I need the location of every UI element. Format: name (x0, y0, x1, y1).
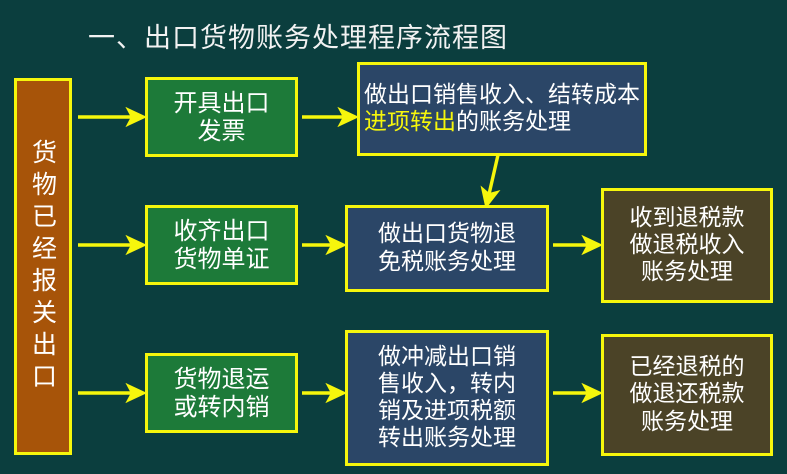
node-export-sales-revenue-accounting[interactable]: 做出口销售收入、结转成本进项转出的账务处理 (357, 62, 647, 156)
node-label: 已经退税的做退还税款账务处理 (629, 354, 745, 435)
node-label: 收齐出口货物单证 (173, 216, 270, 273)
node-label: 做出口货物退免税账务处理 (378, 221, 516, 275)
node-issue-export-invoice[interactable]: 开具出口发票 (145, 77, 298, 157)
node-goods-declared-export[interactable]: 货物已经报关出口 (14, 78, 72, 455)
node-label: 货物已经报关出口 (28, 138, 58, 395)
node-collect-export-documents[interactable]: 收齐出口货物单证 (145, 205, 298, 285)
node-offset-export-sales-accounting[interactable]: 做冲减出口销售收入，转内销及进项税额转出账务处理 (345, 330, 549, 466)
node-label: 开具出口发票 (173, 88, 270, 145)
node-label: 做冲减出口销售收入，转内销及进项税额转出账务处理 (378, 343, 516, 452)
page-title: 一、出口货物账务处理程序流程图 (88, 23, 508, 54)
node-label: 做出口销售收入、结转成本进项转出的账务处理 (360, 82, 644, 136)
node-label: 货物退运或转内销 (173, 364, 270, 421)
node-label: 收到退税款做退税收入账务处理 (629, 204, 745, 286)
text-segment: 的账 (456, 109, 502, 135)
highlighted-term: 进项转出 (364, 109, 456, 135)
text-segment: 转成本 (571, 81, 640, 108)
text-segment: 务处理 (502, 109, 571, 135)
text-segment: 做出口销售收入、结 (364, 81, 571, 108)
node-received-refund-accounting[interactable]: 收到退税款做退税收入账务处理 (601, 188, 773, 303)
node-repay-refunded-tax-accounting[interactable]: 已经退税的做退还税款账务处理 (601, 334, 773, 456)
node-return-or-domestic-sale[interactable]: 货物退运或转内销 (145, 353, 298, 433)
node-export-refund-exemption-accounting[interactable]: 做出口货物退免税账务处理 (345, 205, 549, 292)
